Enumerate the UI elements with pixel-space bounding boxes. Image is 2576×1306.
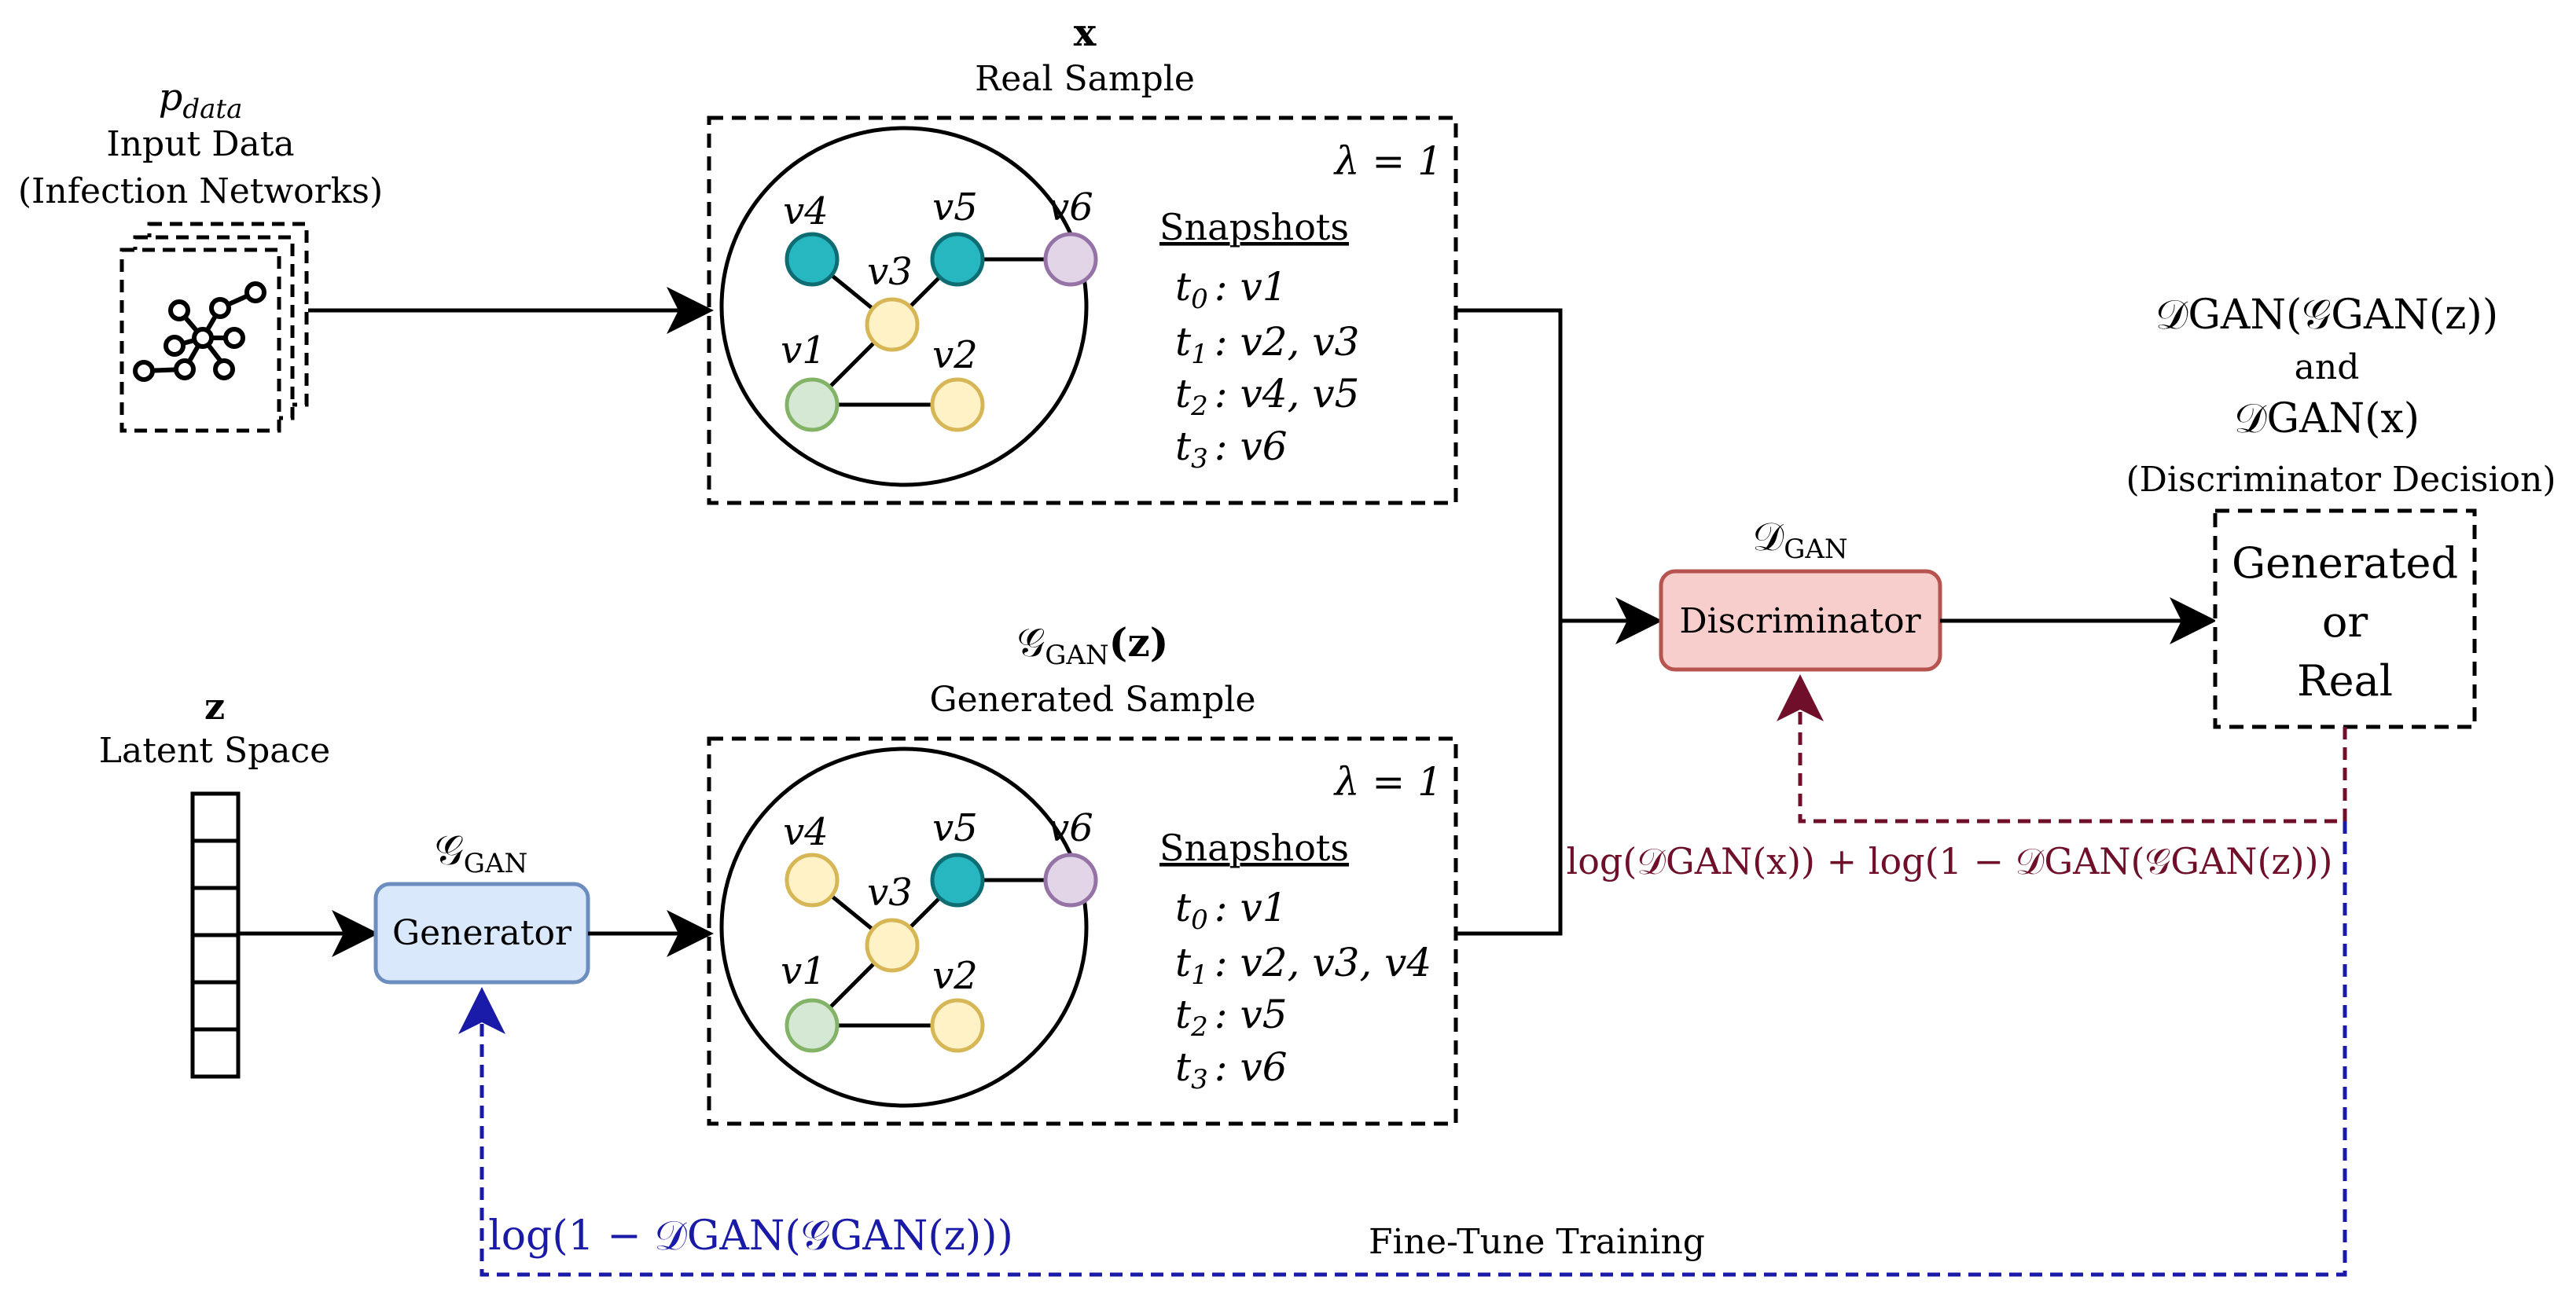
- real-sample-symbol: x: [1074, 11, 1097, 55]
- decision-and: and: [2295, 347, 2360, 387]
- generated-snapshot-t1: t1: v2, v3, v4: [1175, 940, 1431, 991]
- generated-sample-title: Generated Sample: [929, 680, 1255, 720]
- input-subtitle: (Infection Networks): [18, 171, 383, 211]
- generated-label-v5: v5: [932, 806, 978, 850]
- svg-text:𝒟GAN: 𝒟GAN: [1752, 514, 1847, 565]
- generated-snapshots-label: Snapshots: [1159, 827, 1349, 869]
- discriminator-symbol-sub: GAN: [1784, 534, 1847, 565]
- generator-symbol: 𝒢: [435, 827, 464, 875]
- decision-box: [2213, 508, 2477, 729]
- real-label-v1: v1: [781, 328, 826, 372]
- real-node-v2: [930, 377, 985, 432]
- generated-graph-ellipse: [719, 747, 1089, 1108]
- generated-node-v5: [930, 853, 985, 908]
- decision-box-line3: Real: [2297, 656, 2393, 706]
- generated-node-v6: [1043, 853, 1098, 908]
- latent-space-block: z Latent Space: [99, 685, 330, 1079]
- real-graph-nodes: [785, 232, 1098, 432]
- generated-snapshot-list: t0: v1 t1: v2, v3, v4 t2: v5 t3: v6: [1175, 885, 1431, 1095]
- generated-node-v4: [785, 853, 840, 908]
- discriminator-loss: log(𝒟GAN(x)) + log(1 − 𝒟GAN(𝒢GAN(z))): [1566, 840, 2332, 882]
- generated-snapshot-t2: t2: v5: [1175, 992, 1288, 1043]
- real-sample-title: Real Sample: [975, 59, 1195, 99]
- generator-label: Generator: [392, 913, 572, 953]
- svg-text:𝒢GAN: 𝒢GAN: [435, 827, 528, 879]
- decision-block: 𝒟GAN(𝒢GAN(z)) and 𝒟GAN(x) (Discriminator…: [2126, 292, 2556, 729]
- discriminator-feedback-arrow: [1777, 674, 2347, 824]
- generated-symbol: 𝒢: [1017, 620, 1045, 666]
- latent-title: Latent Space: [99, 731, 330, 771]
- real-snapshot-t2: t2: v4, v5: [1175, 371, 1359, 422]
- generated-label-v6: v6: [1048, 806, 1093, 850]
- real-lambda: λ = 1: [1333, 138, 1442, 184]
- generated-lambda: λ = 1: [1333, 759, 1442, 805]
- decision-box-line2: or: [2322, 597, 2368, 647]
- svg-text:𝒢GAN(z): 𝒢GAN(z): [1017, 619, 1169, 671]
- generated-node-v2: [930, 998, 985, 1053]
- real-label-v5: v5: [932, 185, 978, 229]
- real-snapshot-t1: t1: v2, v3: [1175, 319, 1359, 370]
- real-snapshot-list: t0: v1 t1: v2, v3 t2: v4, v5 t3: v6: [1175, 264, 1359, 475]
- fine-tune-label: Fine-Tune Training: [1369, 1222, 1705, 1262]
- latent-vector: [190, 791, 241, 1079]
- real-snapshot-t3: t3: v6: [1175, 424, 1288, 475]
- decision-line2: 𝒟GAN(x): [2234, 395, 2420, 442]
- generated-snapshot-t3: t3: v6: [1175, 1044, 1288, 1095]
- real-label-v2: v2: [932, 333, 978, 377]
- input-title: Input Data: [106, 124, 294, 164]
- generated-label-v2: v2: [932, 954, 978, 998]
- discriminator-block: 𝒟GAN Discriminator: [1659, 514, 1942, 672]
- latent-symbol: z: [204, 685, 225, 728]
- generator-symbol-sub: GAN: [464, 848, 527, 879]
- real-sample-block: x Real Sample λ = 1 v4 v5 v6 v3 v1 v2: [707, 11, 1458, 505]
- input-symbol: p: [159, 75, 183, 119]
- real-node-v4: [785, 232, 840, 287]
- generated-sample-frame: [707, 736, 1458, 1126]
- generated-graph-nodes: [785, 853, 1098, 1053]
- generated-label-v4: v4: [783, 810, 829, 854]
- real-label-v4: v4: [783, 189, 829, 233]
- real-node-v1: [785, 377, 840, 432]
- real-graph-edges: [810, 257, 1071, 407]
- decision-box-line1: Generated: [2232, 538, 2458, 588]
- real-snapshots-label: Snapshots: [1159, 206, 1349, 248]
- real-node-v5: [930, 232, 985, 287]
- generated-label-v3: v3: [867, 871, 913, 915]
- generated-symbol-sub: GAN: [1045, 640, 1108, 671]
- network-graph-icon: [133, 281, 266, 382]
- real-label-v3: v3: [867, 250, 913, 294]
- svg-text:pdata: pdata: [159, 75, 243, 125]
- real-graph-ellipse: [719, 126, 1089, 487]
- decision-caption: (Discriminator Decision): [2126, 460, 2556, 500]
- real-node-v3: [865, 297, 920, 352]
- generated-node-v1: [785, 998, 840, 1053]
- discriminator-symbol: 𝒟: [1752, 514, 1784, 559]
- generator-feedback-arrow: [458, 821, 2347, 1277]
- generator-loss: log(1 − 𝒟GAN(𝒢GAN(z))): [488, 1212, 1013, 1260]
- generated-node-v3: [865, 918, 920, 973]
- decision-line1: 𝒟GAN(𝒢GAN(z)): [2155, 292, 2498, 339]
- generated-sample-block: 𝒢GAN(z) Generated Sample λ = 1 v4 v5 v6 …: [707, 619, 1458, 1126]
- real-node-v6: [1043, 232, 1098, 287]
- merge-connector: [1456, 308, 1563, 936]
- input-symbol-sub: data: [182, 94, 242, 125]
- input-data-block: pdata Input Data (Infection Networks): [18, 75, 383, 433]
- generated-graph-edges: [810, 878, 1071, 1028]
- real-snapshot-t0: t0: v1: [1175, 264, 1288, 315]
- generated-symbol-arg: (z): [1109, 619, 1169, 666]
- generated-snapshot-t0: t0: v1: [1175, 885, 1288, 936]
- real-label-v6: v6: [1048, 185, 1093, 229]
- discriminator-label: Discriminator: [1679, 601, 1921, 641]
- generator-block: 𝒢GAN Generator: [373, 827, 590, 985]
- generated-label-v1: v1: [781, 949, 826, 993]
